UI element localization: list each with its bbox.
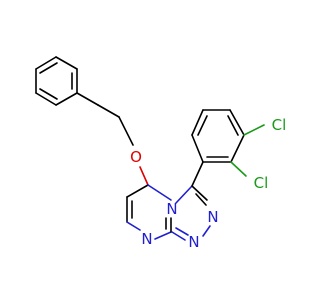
bond — [230, 134, 245, 163]
pyrazine-ring — [126, 184, 172, 240]
bond — [227, 115, 239, 136]
bond — [35, 92, 57, 106]
triazole-ring — [171, 185, 211, 241]
bond — [229, 109, 245, 136]
bond — [147, 184, 172, 201]
bond — [202, 225, 211, 237]
atom-cl-lower: Cl — [254, 174, 269, 192]
bond — [175, 185, 193, 204]
bond — [175, 227, 189, 236]
phenyl-ring — [35, 56, 78, 106]
dichlorophenyl-ring — [191, 109, 245, 163]
bond — [191, 134, 204, 163]
bond — [55, 92, 78, 106]
bond — [154, 231, 172, 240]
atom-n-bridge: N — [166, 200, 177, 218]
bond — [191, 185, 208, 201]
bond — [55, 56, 78, 70]
bond — [39, 88, 58, 100]
bond — [191, 109, 204, 136]
ethyl-linker — [76, 92, 134, 146]
bond — [195, 193, 207, 206]
bond — [243, 124, 265, 136]
atom-o-ether: O — [130, 148, 142, 166]
bond — [230, 161, 247, 177]
atom-cl-upper: Cl — [272, 116, 287, 134]
molecule-structure: O N N N N Cl Cl — [35, 56, 287, 251]
bond — [97, 104, 120, 118]
bond — [139, 166, 149, 186]
bond — [171, 231, 186, 241]
bond — [35, 56, 57, 70]
bond — [197, 115, 208, 136]
atom-n-triazole-2: N — [188, 233, 199, 251]
bond — [39, 62, 58, 74]
bond — [118, 116, 134, 146]
bond — [126, 184, 149, 198]
bond — [126, 221, 141, 231]
atom-n-ring: N — [141, 230, 152, 248]
bond — [76, 92, 99, 106]
atom-n-triazole-1: N — [207, 208, 218, 226]
bond — [191, 161, 204, 187]
